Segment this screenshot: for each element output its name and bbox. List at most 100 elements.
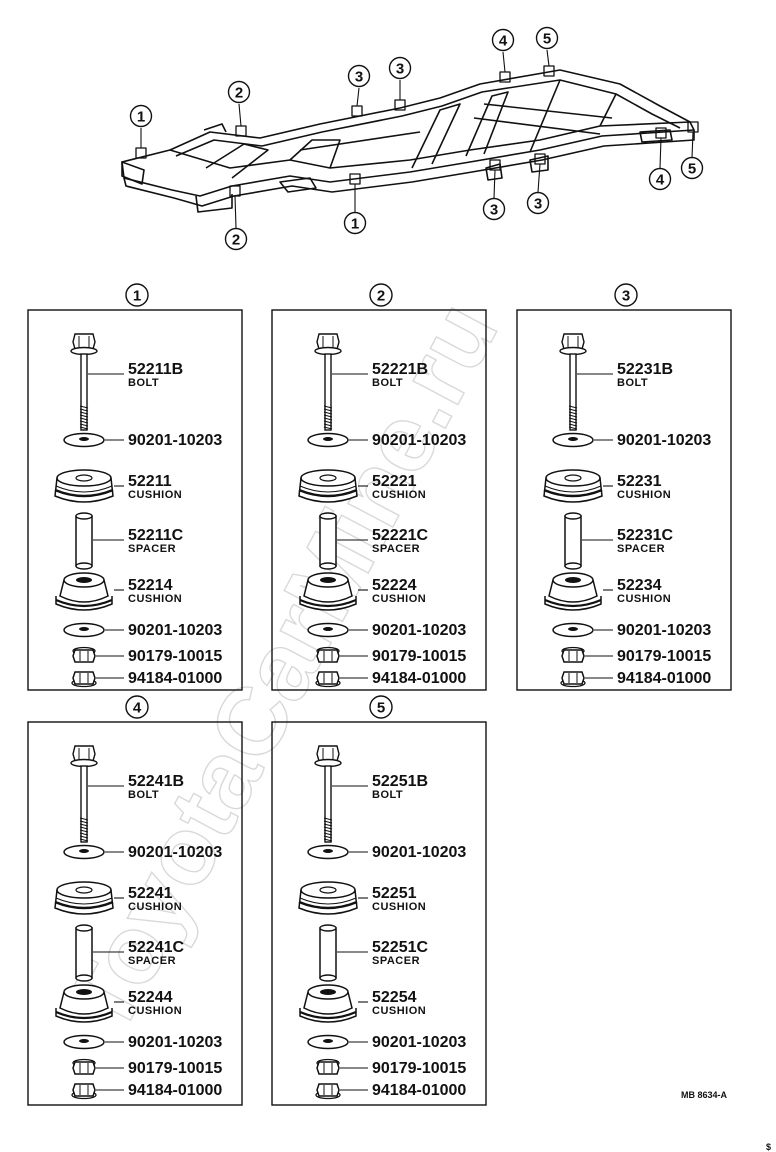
cushion-upper-icon xyxy=(298,881,358,915)
part-number: 90201-10203 xyxy=(372,432,466,449)
washer-icon xyxy=(307,1034,349,1050)
cushion-lower-icon xyxy=(299,984,357,1023)
part-name: CUSHION xyxy=(128,593,182,605)
nut-icon xyxy=(315,1083,341,1100)
part-name: SPACER xyxy=(372,955,420,967)
callout-number: 5 xyxy=(377,700,385,717)
callout-circle xyxy=(526,191,550,215)
cushion-upper-icon xyxy=(54,469,114,503)
part-number: 90179-10015 xyxy=(128,1060,222,1077)
callout-number: 3 xyxy=(490,202,498,219)
diagram-reference: MB 8634-A xyxy=(681,1090,728,1100)
frame-callout-3: 3 xyxy=(347,64,371,88)
group-frame xyxy=(27,721,243,1106)
part-number: 94184-01000 xyxy=(372,670,466,687)
part-number: 94184-01000 xyxy=(128,670,222,687)
callout-number: 5 xyxy=(688,161,696,178)
part-row-washer: 90201-10203 xyxy=(63,844,222,861)
callout-circle xyxy=(491,28,515,52)
part-row-nut: 94184-01000 xyxy=(71,670,222,688)
callout-number: 1 xyxy=(351,216,359,233)
frame-callout-5: 5 xyxy=(535,26,559,50)
callout-number: 3 xyxy=(396,61,404,78)
group-frame xyxy=(516,309,732,691)
spacer-icon xyxy=(564,512,582,570)
washer-icon xyxy=(307,622,349,638)
frame-callout-3: 3 xyxy=(388,56,412,80)
cushion-upper-icon xyxy=(543,469,603,503)
part-name: CUSHION xyxy=(617,593,671,605)
group-callout-1: 1 xyxy=(125,283,149,307)
part-number: 52221B xyxy=(372,361,428,378)
callout-circle xyxy=(648,167,672,191)
part-row-washer: 90201-10203 xyxy=(307,1034,466,1051)
part-number: 90201-10203 xyxy=(372,844,466,861)
callout-circle xyxy=(369,695,393,719)
part-row-washer: 90201-10203 xyxy=(307,432,466,449)
spacer-icon xyxy=(319,924,337,982)
washer-icon xyxy=(552,432,594,448)
part-number: 52211C xyxy=(128,527,184,544)
part-name: BOLT xyxy=(128,377,159,389)
part-row-nut: 94184-01000 xyxy=(315,670,466,688)
callout-number: 4 xyxy=(499,33,508,50)
part-row-washer: 90201-10203 xyxy=(307,622,466,639)
mount-group-1: 152211BBOLT90201-1020352211CUSHION52211C… xyxy=(27,283,243,691)
callout-number: 3 xyxy=(622,288,630,305)
part-number: 90179-10015 xyxy=(372,648,466,665)
part-name: BOLT xyxy=(372,377,403,389)
cushion-lower-icon xyxy=(55,572,113,611)
part-number: 90201-10203 xyxy=(128,1034,222,1051)
part-row-washer: 90201-10203 xyxy=(552,622,711,639)
callout-number: 3 xyxy=(534,196,542,213)
part-name: SPACER xyxy=(372,543,420,555)
part-number: 90201-10203 xyxy=(372,1034,466,1051)
washer-icon xyxy=(307,432,349,448)
part-number: 90179-10015 xyxy=(617,648,711,665)
part-number: 94184-01000 xyxy=(128,1082,222,1099)
nut-icon xyxy=(560,671,586,688)
part-number: 52214 xyxy=(128,577,173,594)
watermark: ToyotaCarMine.ru xyxy=(44,285,518,1050)
part-number: 52234 xyxy=(617,577,662,594)
callout-number: 2 xyxy=(235,85,243,102)
mount-groups: 152211BBOLT90201-1020352211CUSHION52211C… xyxy=(27,283,732,1106)
callout-number: 1 xyxy=(137,109,145,126)
bolt-icon xyxy=(314,745,342,843)
nut-icon xyxy=(316,1058,340,1075)
part-number: 90201-10203 xyxy=(617,432,711,449)
callout-number: 3 xyxy=(355,69,363,86)
part-row-nut: 90179-10015 xyxy=(72,1058,222,1077)
spacer-icon xyxy=(75,924,93,982)
part-row-nut: 90179-10015 xyxy=(316,1058,466,1077)
callout-circle xyxy=(129,104,153,128)
part-row-nut: 90179-10015 xyxy=(561,646,711,665)
spacer-icon xyxy=(75,512,93,570)
cushion-lower-icon xyxy=(55,984,113,1023)
part-row-nut: 94184-01000 xyxy=(315,1082,466,1100)
frame-callout-4: 4 xyxy=(648,167,672,191)
part-number: 90201-10203 xyxy=(128,844,222,861)
bolt-icon xyxy=(70,333,98,431)
group-callout-5: 5 xyxy=(369,695,393,719)
part-name: CUSHION xyxy=(128,489,182,501)
part-number: 52231 xyxy=(617,473,662,490)
part-number: 52211B xyxy=(128,361,183,378)
part-number: 52241B xyxy=(128,773,184,790)
callout-circle xyxy=(343,211,367,235)
callout-circle xyxy=(369,283,393,307)
callout-circle xyxy=(680,156,704,180)
washer-icon xyxy=(307,844,349,860)
part-number: 52251C xyxy=(372,939,428,956)
part-row-nut: 90179-10015 xyxy=(72,646,222,665)
callout-leaders xyxy=(140,49,694,229)
